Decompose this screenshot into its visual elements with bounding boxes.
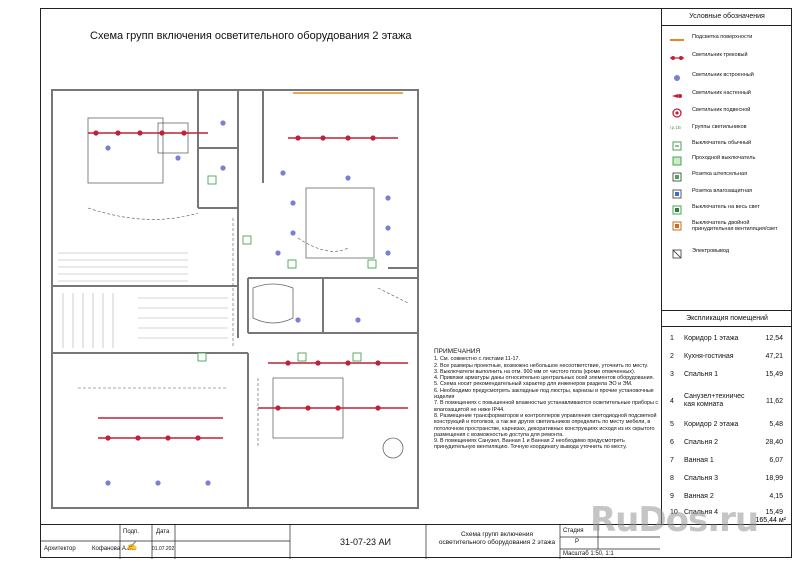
stamp-role: Архитектор — [44, 546, 76, 552]
watermark: RuDos.ru — [590, 500, 759, 540]
legend-item-recessed: Светильник встроенный — [662, 70, 793, 86]
note-item: 4. Привязки арматуры даны относительно ц… — [434, 375, 655, 382]
socket-icon — [672, 172, 682, 182]
legend-item-surface: Подсветка поверхности — [662, 32, 793, 48]
legend-item-double-switch: Выключатель двойной принудительная венти… — [662, 218, 793, 244]
track-light-icon — [670, 56, 684, 60]
notes-heading: ПРИМЕЧАНИЯ — [434, 348, 481, 355]
legend-item-wall: Светильник настенный — [662, 88, 793, 104]
switch-icon — [672, 141, 682, 151]
note-item: 1. См. совместно с листами 11-17. — [434, 356, 521, 363]
drawing-frame — [40, 8, 792, 558]
waterproof-socket-icon — [672, 189, 682, 199]
legend-item-switch: Выключатель обычный — [662, 138, 793, 154]
note-item: 5. Схема носит рекомендательный характер… — [434, 381, 633, 388]
legend-item-master-switch: Выключатель на весь свет — [662, 202, 793, 218]
legend-panel: Условные обозначения Подсветка поверхнос… — [661, 8, 792, 310]
stamp-sheet-title: Схема групп включения осветительного обо… — [438, 531, 556, 546]
explication-heading: Экспликация помещений — [662, 311, 792, 327]
electrical-outlet-icon — [672, 249, 682, 259]
title-block: Подп. Дата Архитектор Кофанова А.В. ✍ 01… — [40, 524, 792, 559]
legend-item-group: гр.1В Группы светильников — [662, 122, 793, 138]
note-item: 9. В помещениях Санузел, Ванная 1 и Ванн… — [434, 438, 627, 451]
legend-item-waterproof-socket: Розетка влагозащитная — [662, 186, 793, 202]
pass-switch-icon — [672, 156, 682, 166]
stamp-col-date: Дата — [156, 529, 170, 535]
explication-total: 165,44 м² — [755, 517, 787, 524]
note-item: 6. Необходимо предусмотреть закладные по… — [434, 387, 654, 401]
signature-icon: ✍ — [126, 541, 138, 551]
note-item: 8. Размещение трансформаторов и контролл… — [434, 412, 657, 438]
master-switch-icon — [672, 205, 682, 215]
title-block-grid — [40, 525, 660, 559]
light-group-icon: гр.1В — [670, 125, 681, 130]
stamp-date: 01.07.202 — [152, 546, 175, 552]
legend-item-socket: Розетка штепсельная — [662, 169, 793, 185]
stamp-code: 31-07-23 АИ — [340, 537, 391, 547]
note-item: 3. Выключатели выполнить на отм. 900 мм … — [434, 368, 636, 375]
legend-item-outlet: Электровывод — [662, 246, 793, 262]
pendant-light-icon — [672, 108, 682, 118]
legend-item-pass-switch: Проходной выключатель — [662, 153, 793, 169]
legend-item-track: Светильник трековый — [662, 50, 793, 66]
floor-plan — [51, 89, 419, 509]
note-item: 2. Все размеры проектные, возможно небол… — [434, 362, 649, 369]
recessed-light-icon — [674, 75, 680, 81]
note-item: 7. В помещениях с повышенной влажностью … — [434, 400, 659, 413]
double-switch-icon — [672, 221, 682, 231]
explication-table: Экспликация помещений 1 Коридор 1 этажа … — [661, 310, 792, 525]
wall-light-icon — [672, 94, 682, 98]
legend-item-pendant: Светильник подвесной — [662, 105, 793, 121]
orange-line-icon — [670, 39, 684, 41]
notes-block: ПРИМЕЧАНИЯ 1. См. совместно с листами 11… — [434, 348, 660, 451]
stamp-scale: Масштаб 1:50, 1:1 — [563, 551, 614, 557]
page-title: Схема групп включения осветительного обо… — [90, 30, 412, 42]
stamp-person: Кофанова А.В. — [92, 546, 134, 552]
stamp-col-sign: Подп. — [123, 529, 139, 535]
legend-heading: Условные обозначения — [662, 8, 792, 26]
stamp-stage-label: Стадия — [563, 528, 584, 534]
stamp-stage-value: Р — [575, 539, 580, 545]
